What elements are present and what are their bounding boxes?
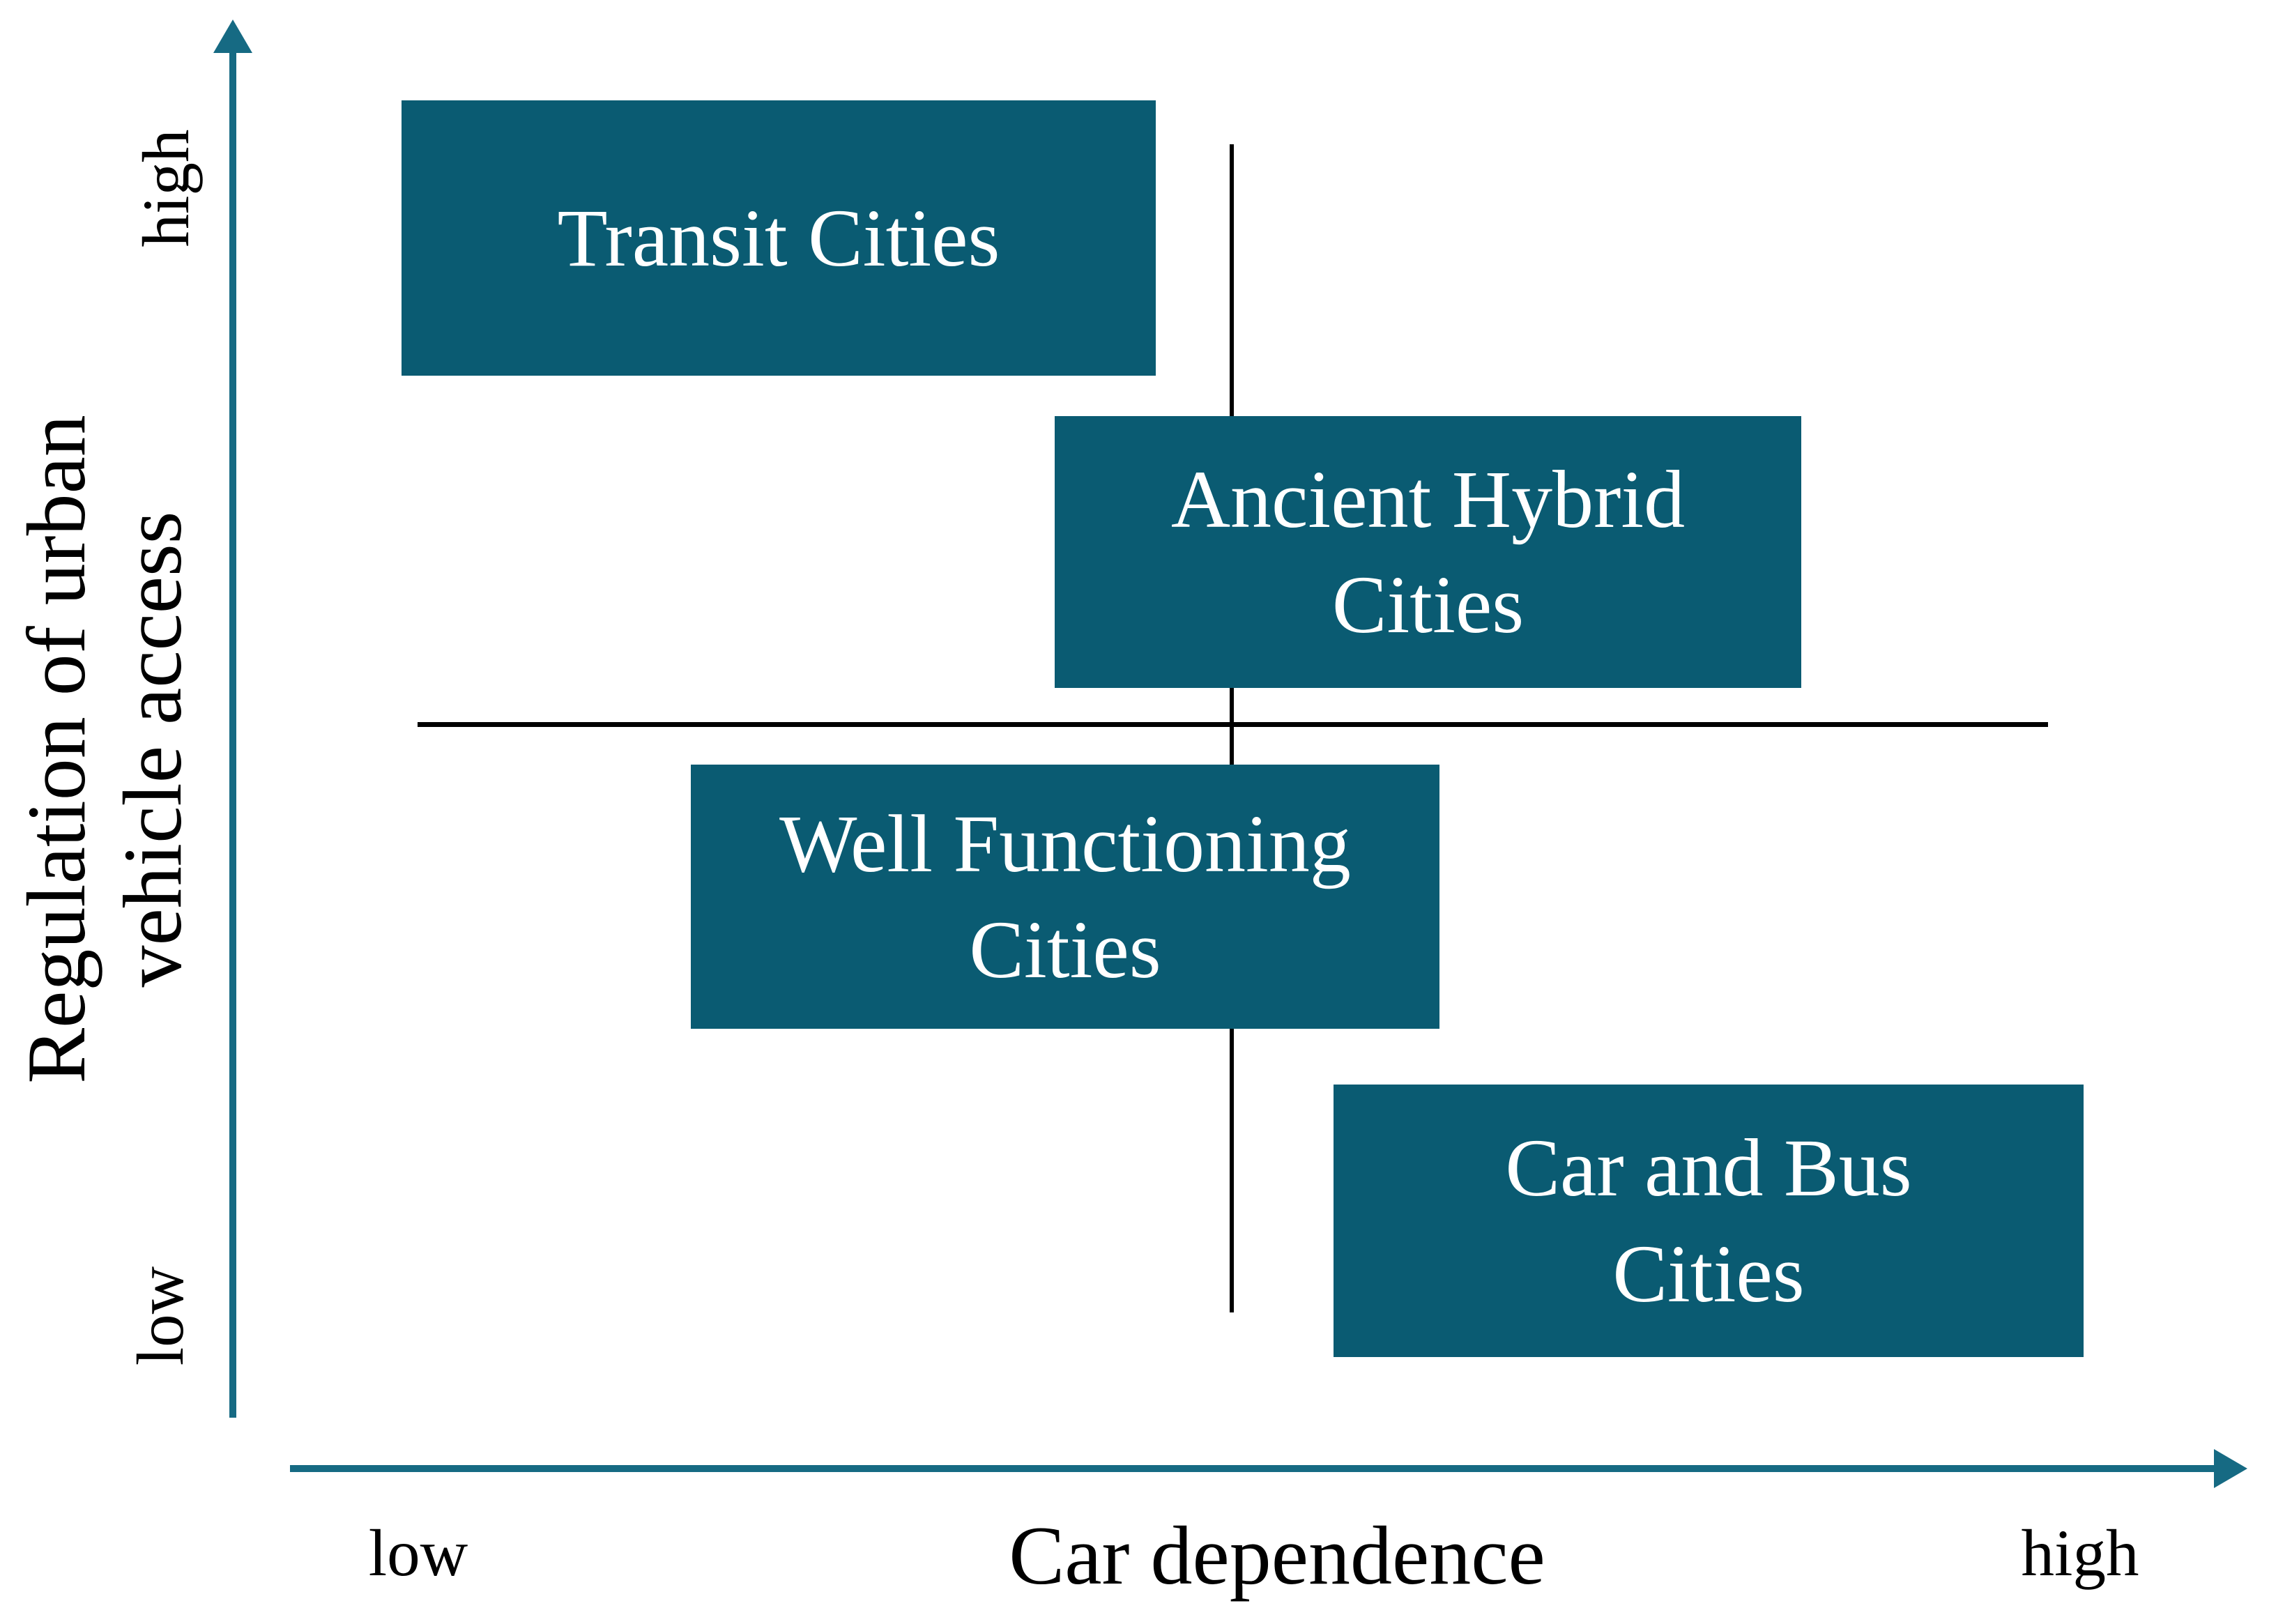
box-car-and-bus-cities: Car and Bus Cities [1334,1085,2084,1357]
y-axis-title: Regulation of urban vehicle access [10,415,199,1084]
y-axis-high-label: high [129,129,203,247]
quadrant-divider-vertical [1230,144,1234,1312]
y-axis-low-label: low [123,1266,197,1366]
box-car-and-bus-cities-label: Car and Bus Cities [1505,1122,1912,1319]
y-axis-arrowhead-icon [213,20,252,53]
box-well-functioning-cities: Well Functioning Cities [691,765,1439,1029]
box-transit-cities-label: Transit Cities [557,192,1000,284]
box-ancient-hybrid-cities-label: Ancient Hybrid Cities [1170,453,1686,650]
box-ancient-hybrid-cities: Ancient Hybrid Cities [1055,416,1801,688]
x-axis-high-label: high [2021,1516,2139,1590]
x-axis-low-label: low [368,1516,468,1590]
x-axis-arrowhead-icon [2214,1449,2247,1488]
y-axis-line [229,46,236,1418]
x-axis-title: Car dependence [1009,1509,1545,1602]
x-axis-line [290,1465,2217,1472]
box-transit-cities: Transit Cities [402,100,1156,376]
box-well-functioning-cities-label: Well Functioning Cities [779,798,1351,995]
